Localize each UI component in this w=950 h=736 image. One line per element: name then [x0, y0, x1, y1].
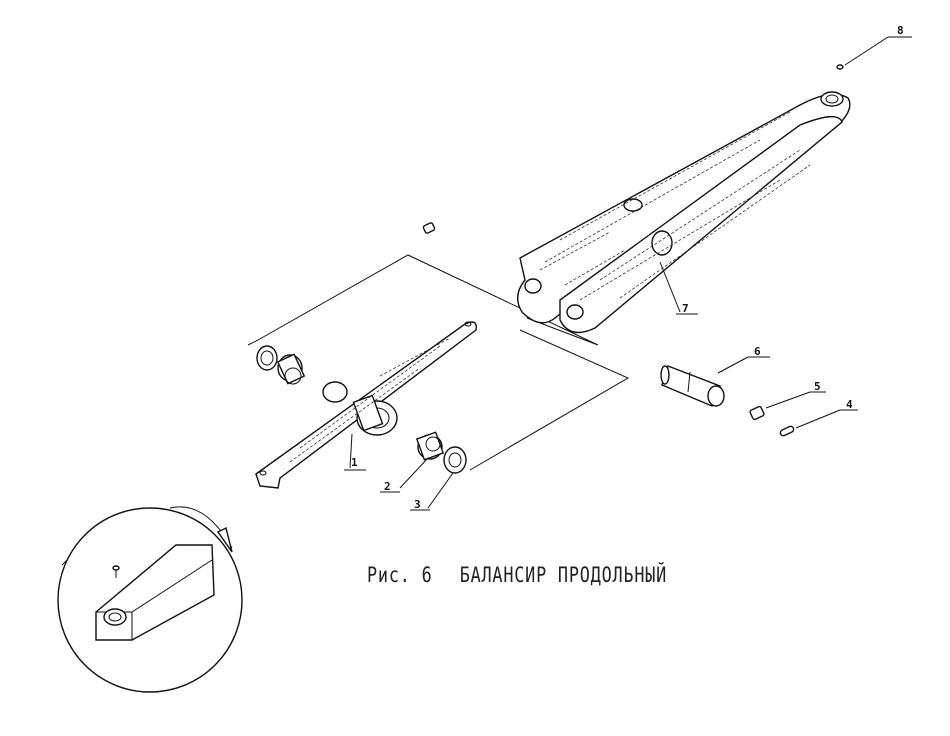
figure-caption: Рис. 6 БАЛАНСИР ПРОДОЛЬНЫЙ	[367, 563, 667, 587]
part-1-balancer-bar	[255, 321, 477, 489]
callout-8: 8	[897, 24, 904, 37]
callout-4: 4	[846, 398, 853, 411]
part-6-axle	[660, 365, 725, 407]
callout-5: 5	[814, 380, 821, 393]
part-clip	[422, 222, 436, 234]
detail-view-circle	[57, 506, 243, 693]
callout-3: 3	[414, 498, 421, 511]
left-washer-bushing	[256, 345, 306, 385]
callout-numbers: 1 2 3 4 5 6 7 8	[351, 24, 904, 511]
part-5-nut	[749, 405, 765, 421]
figure-title: БАЛАНСИР ПРОДОЛЬНЫЙ	[459, 563, 668, 587]
callout-2: 2	[384, 480, 391, 493]
part-7-main-arm	[517, 91, 851, 334]
part-4-screw	[779, 425, 795, 437]
part-2-bushing	[415, 431, 445, 461]
part-3-washer	[443, 446, 467, 474]
callout-7: 7	[682, 302, 689, 315]
callout-leaders	[61, 261, 858, 566]
callout-6: 6	[754, 345, 761, 358]
part-8-bolt	[836, 36, 912, 70]
callout-1: 1	[351, 456, 358, 469]
figure-number: Рис. 6	[367, 563, 433, 587]
